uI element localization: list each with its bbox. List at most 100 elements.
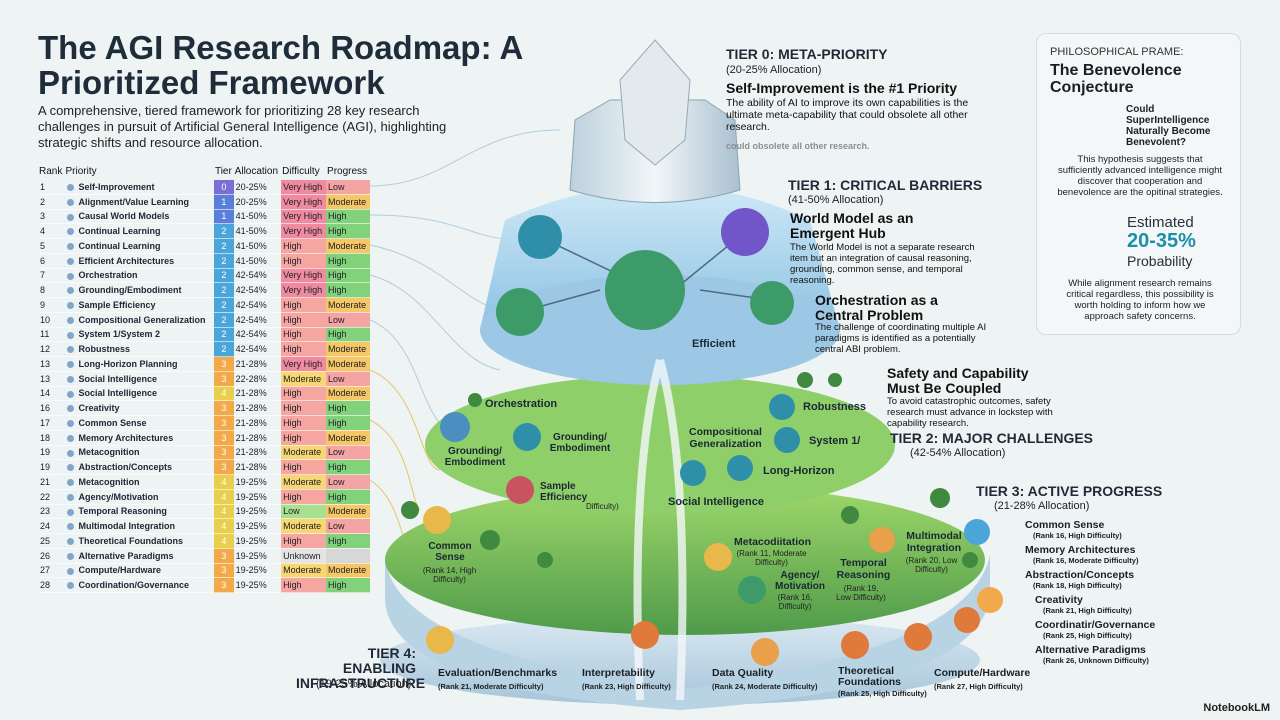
table-cell-progress: High [326,282,370,298]
label-grounding-mid: Grounding/ Embodiment [549,432,611,454]
label-long-horizon: Long-Horizon [763,465,835,477]
table-header-difficulty: Difficulty [282,165,320,177]
table-cell-allocation: 19-25% [233,563,282,579]
table-cell-difficulty: High [281,459,327,475]
table-cell-allocation: 21-28% [233,459,282,475]
table-cell-difficulty: Moderate [281,371,327,387]
table-cell-difficulty: Very High [281,223,327,239]
table-cell-difficulty: High [281,238,327,254]
card-range: 20-35% [1127,230,1196,252]
table-cell-difficulty: Moderate [281,474,327,490]
tier-3-item-detail: (Rank 16, Moderate Difficulty) [1033,556,1139,565]
table-cell-difficulty: High [281,386,327,402]
table-cell-tier: 3 [213,415,234,431]
table-cell-progress: Moderate [326,341,370,357]
table-cell-progress: High [326,209,370,225]
tier-3-item-name: Abstraction/Concepts [1025,569,1135,581]
priority-icon [66,567,74,575]
benevolence-card [1036,33,1241,335]
table-cell-allocation: 21-28% [233,386,282,402]
table-cell-rank: 7 [38,268,65,284]
label-temporal: Temporal Reasoning [836,557,891,581]
table-cell-priority: Continual Learning [64,223,214,239]
table-cell-tier: 4 [213,386,234,402]
table-cell-priority: Temporal Reasoning [64,504,214,520]
table-cell-priority: Social Intelligence [64,371,214,387]
tier-3-item-name: Common Sense [1025,519,1105,531]
safety-heading: Safety and Capability Must Be Coupled [887,365,1029,396]
table-cell-rank: 4 [38,223,65,239]
table-cell-progress: Moderate [326,238,370,254]
table-cell-tier: 4 [213,518,234,534]
table-cell-tier: 4 [213,533,234,549]
table-cell-allocation: 41-50% [233,253,282,269]
table-cell-progress: High [326,489,370,505]
table-cell-allocation: 19-25% [233,489,282,505]
table-cell-difficulty: High [281,430,327,446]
card-question: Could SuperIntelligence Naturally Become… [1126,104,1211,148]
tier-3-item-detail: (Rank 18, High Difficulty) [1033,581,1122,590]
label-common-sense-small: (Rank 14, High Difficulty) [422,566,477,584]
table-cell-progress: Moderate [326,194,370,210]
label-orchestration: Orchestration [485,398,558,410]
tier-4-item-name: Data Quality [712,667,774,679]
table-cell-allocation: 42-54% [233,268,282,284]
table-cell-tier: 3 [213,563,234,579]
priority-icon [66,257,74,265]
table-cell-priority: Creativity [64,400,214,416]
table-cell-priority: Compute/Hardware [64,563,214,579]
table-cell-rank: 17 [38,415,65,431]
table-cell-allocation: 19-25% [233,533,282,549]
table-cell-difficulty: Very High [281,268,327,284]
orchestration-body: The challenge of coordinating multiple A… [815,322,987,355]
priority-icon [66,331,74,339]
table-header-progress: Progress [327,165,368,177]
table-cell-rank: 6 [38,253,65,269]
table-cell-rank: 26 [38,548,65,564]
table-cell-allocation: 19-25% [233,518,282,534]
table-cell-difficulty: Very High [281,282,327,298]
table-cell-progress [326,548,370,564]
table-cell-difficulty: Unknown [281,548,327,564]
table-cell-allocation: 19-25% [233,548,282,564]
table-cell-priority: Theoretical Foundations [64,533,214,549]
table-cell-progress: High [326,415,370,431]
table-cell-priority: Metacognition [64,445,214,461]
table-cell-tier: 4 [213,504,234,520]
tier-3-item-name: Creativity [1035,594,1083,606]
priority-icon [66,405,74,413]
table-cell-tier: 2 [213,341,234,357]
priority-icon [66,272,74,280]
table-cell-priority: Robustness [64,341,214,357]
table-cell-difficulty: High [281,253,327,269]
tier-4-item-detail: (Rank 24, Moderate Difficulty) [712,682,818,691]
table-cell-allocation: 42-54% [233,327,282,343]
table-cell-tier: 2 [213,223,234,239]
table-cell-tier: 4 [213,489,234,505]
tier-4-item-detail: (Rank 21, Moderate Difficulty) [438,682,544,691]
table-cell-progress: High [326,223,370,239]
table-cell-progress: Moderate [326,356,370,372]
table-cell-allocation: 19-25% [233,577,282,593]
table-cell-tier: 3 [213,356,234,372]
label-grounding-left: Grounding/ Embodiment [444,446,506,468]
table-cell-allocation: 42-54% [233,312,282,328]
priority-icon [66,523,74,531]
label-temporal-small: (Rank 19, Low Difficulty) [836,584,886,602]
tier-3-title: TIER 3: ACTIVE PROGRESS [976,483,1163,499]
table-cell-tier: 3 [213,371,234,387]
priority-icon [66,302,74,309]
table-cell-tier: 2 [213,312,234,328]
table-cell-difficulty: High [281,312,327,328]
table-cell-progress: Moderate [326,563,370,579]
table-cell-progress: High [326,268,370,284]
table-cell-allocation: 22-28% [233,371,282,387]
